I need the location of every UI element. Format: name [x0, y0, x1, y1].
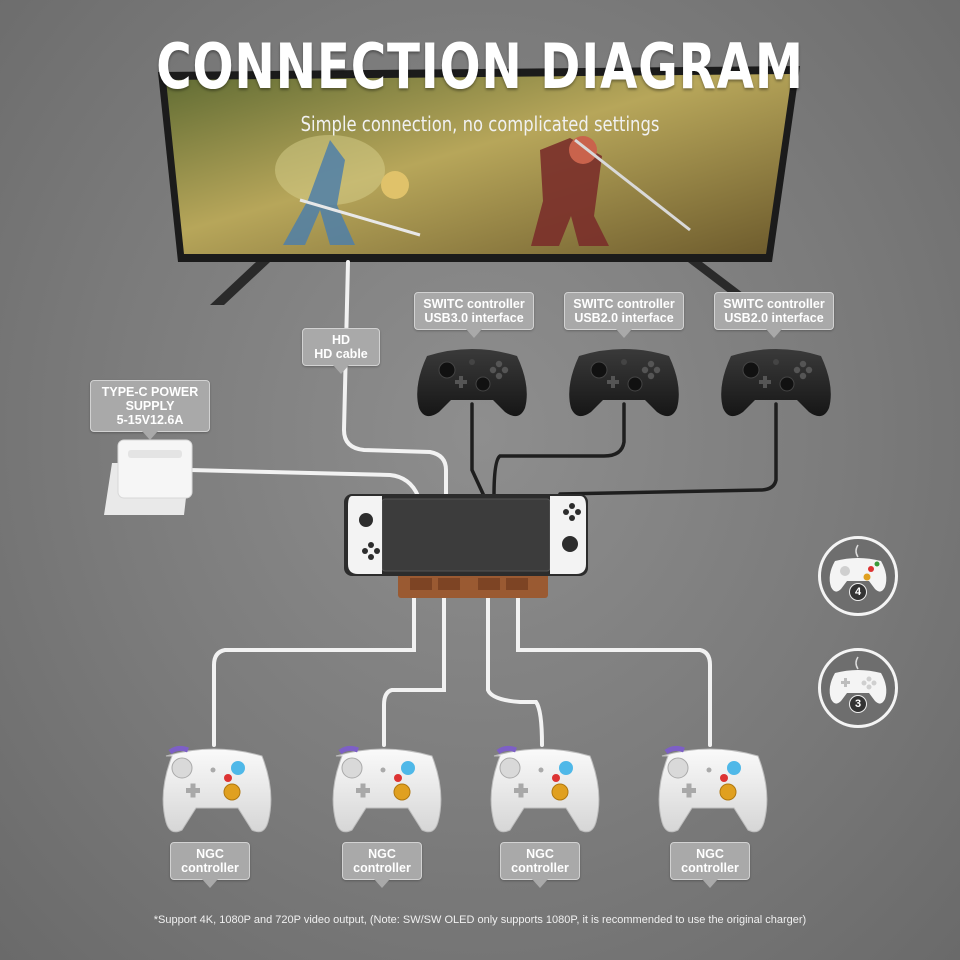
ngc-controller	[658, 745, 768, 833]
power-adapter	[104, 439, 193, 515]
ngc-controller-label-4: NGC controller	[670, 842, 750, 888]
hd-label-line1: HD	[331, 333, 351, 347]
ngc-controller	[162, 745, 272, 833]
switch-label-line2: USB3.0 interface	[424, 311, 524, 325]
pro-cable-2	[492, 402, 626, 498]
footnote: *Support 4K, 1080P and 720P video output…	[153, 914, 807, 926]
pro-controller	[569, 349, 679, 417]
ngc-controller	[490, 745, 600, 833]
gamepad-icon	[829, 544, 887, 592]
black-cables	[470, 402, 778, 498]
switch-label-line2: USB2.0 interface	[574, 311, 674, 325]
ngc-label-line2: controller	[681, 861, 739, 875]
ngc-label-line2: controller	[181, 861, 239, 875]
power-supply-label: TYPE-C POWER SUPPLY 5-15V12.6A	[90, 380, 210, 440]
page-title: CONNECTION DIAGRAM	[156, 30, 804, 103]
player-4-badge: 4	[818, 536, 898, 616]
power-label-line2: SUPPLY	[125, 399, 175, 413]
player-3-badge: 3	[818, 648, 898, 728]
switch-label-line2: USB2.0 interface	[724, 311, 824, 325]
ngc-label-line1: NGC	[196, 847, 224, 861]
player-number: 4	[849, 583, 867, 601]
pro-controller	[721, 349, 831, 417]
power-label-line3: 5-15V12.6A	[116, 413, 184, 427]
ngc-controller-label-3: NGC controller	[500, 842, 580, 888]
pro-cable-1	[470, 402, 486, 498]
switch-controller-label-3: SWITC controller USB2.0 interface	[714, 292, 834, 338]
switch-label-line1: SWITC controller	[723, 297, 825, 311]
gamepad-icon	[829, 656, 887, 704]
dock	[344, 494, 588, 598]
ngc-cable-2	[382, 596, 446, 747]
hd-cable-label: HD HD cable	[302, 328, 380, 374]
hd-cable	[341, 260, 448, 498]
pro-controller	[417, 349, 527, 417]
power-label-line1: TYPE-C POWER	[101, 385, 199, 399]
ngc-label-line2: controller	[511, 861, 569, 875]
player-number: 3	[849, 695, 867, 713]
ngc-label-line1: NGC	[368, 847, 396, 861]
ngc-label-line2: controller	[353, 861, 411, 875]
page-subtitle: Simple connection, no complicated settin…	[300, 112, 660, 136]
ngc-label-line1: NGC	[526, 847, 554, 861]
ngc-controller-label-1: NGC controller	[170, 842, 250, 888]
switch-label-line1: SWITC controller	[573, 297, 675, 311]
ngc-cable-3	[486, 596, 544, 747]
ngc-cable-4	[516, 596, 712, 747]
switch-controller-label-1: SWITC controller USB3.0 interface	[414, 292, 534, 338]
ngc-cable-1	[212, 596, 416, 747]
ngc-label-line1: NGC	[696, 847, 724, 861]
white-cables	[188, 260, 712, 747]
switch-controller-label-2: SWITC controller USB2.0 interface	[564, 292, 684, 338]
tv	[158, 66, 800, 305]
ngc-controller	[332, 745, 442, 833]
switch-label-line1: SWITC controller	[423, 297, 525, 311]
ngc-controller-label-2: NGC controller	[342, 842, 422, 888]
hd-label-line2: HD cable	[314, 347, 368, 361]
pro-cable-3	[558, 402, 778, 496]
power-cable	[188, 468, 420, 498]
